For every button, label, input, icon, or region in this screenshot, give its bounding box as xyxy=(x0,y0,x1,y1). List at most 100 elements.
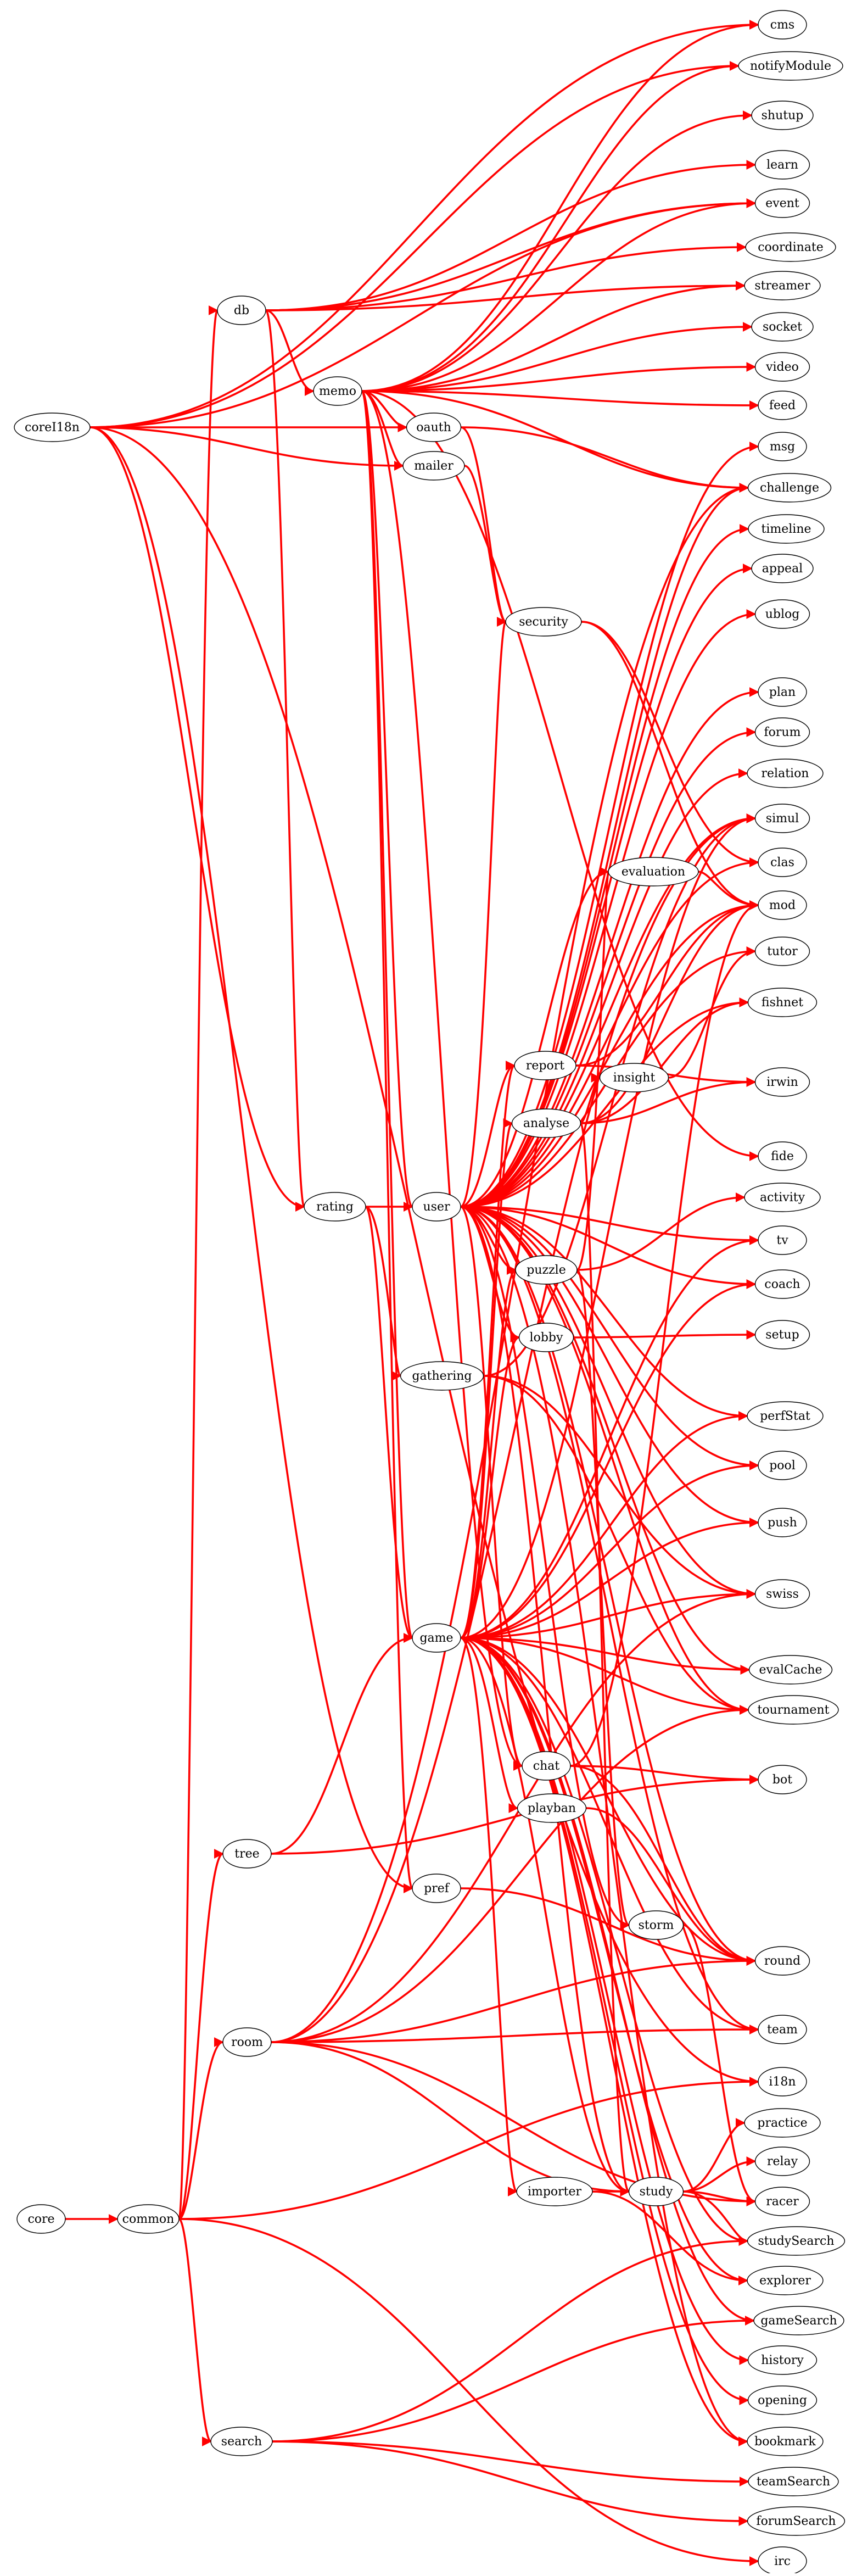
node-playban[interactable]: playban xyxy=(517,1793,587,1823)
node-pool[interactable]: pool xyxy=(758,1451,807,1480)
node-tree[interactable]: tree xyxy=(222,1839,272,1869)
node-activity[interactable]: activity xyxy=(744,1183,821,1212)
node-tournament[interactable]: tournament xyxy=(748,1695,839,1725)
node-relation[interactable]: relation xyxy=(747,759,824,788)
node-shape-gameSearch xyxy=(753,2306,844,2335)
node-history[interactable]: history xyxy=(747,2345,818,2375)
node-forum[interactable]: forum xyxy=(754,717,810,747)
node-gathering[interactable]: gathering xyxy=(400,1361,484,1391)
node-bookmark[interactable]: bookmark xyxy=(747,2427,824,2456)
node-fishnet[interactable]: fishnet xyxy=(747,988,818,1017)
node-oauth[interactable]: oauth xyxy=(406,412,462,442)
node-event[interactable]: event xyxy=(754,188,810,218)
node-appeal[interactable]: appeal xyxy=(751,554,814,583)
node-evaluation[interactable]: evaluation xyxy=(608,857,699,886)
edge-security-to-clas xyxy=(581,621,759,867)
node-video[interactable]: video xyxy=(754,352,810,382)
node-shape-studySearch xyxy=(747,2226,846,2256)
node-insight[interactable]: insight xyxy=(599,1063,669,1092)
node-label-ublog: ublog xyxy=(765,607,800,621)
node-shape-plan xyxy=(758,677,807,707)
node-label-shutup: shutup xyxy=(762,109,804,122)
node-label-socket: socket xyxy=(763,320,802,334)
node-rating[interactable]: rating xyxy=(304,1192,366,1222)
node-forumSearch[interactable]: forumSearch xyxy=(747,2506,846,2536)
node-swiss[interactable]: swiss xyxy=(754,1579,810,1609)
node-irc[interactable]: irc xyxy=(758,2546,807,2576)
node-report[interactable]: report xyxy=(514,1051,576,1080)
node-shutup[interactable]: shutup xyxy=(751,101,814,130)
node-search[interactable]: search xyxy=(210,2427,273,2456)
node-round[interactable]: round xyxy=(754,1946,810,1976)
node-shape-i18n xyxy=(758,2067,807,2097)
node-importer[interactable]: importer xyxy=(516,2177,593,2206)
node-security[interactable]: security xyxy=(505,607,582,637)
node-teamSearch[interactable]: teamSearch xyxy=(748,2467,839,2496)
node-feed[interactable]: feed xyxy=(758,391,807,420)
node-team[interactable]: team xyxy=(758,2015,807,2044)
edge-study-to-relay xyxy=(683,2156,757,2193)
node-clas[interactable]: clas xyxy=(758,847,807,877)
node-msg[interactable]: msg xyxy=(758,432,807,461)
node-i18n[interactable]: i18n xyxy=(758,2067,807,2097)
node-analyse[interactable]: analyse xyxy=(511,1108,581,1138)
node-shape-coreI18n xyxy=(14,412,91,442)
edge-game-to-playban xyxy=(460,1637,519,1813)
node-ublog[interactable]: ublog xyxy=(754,599,810,629)
node-streamer[interactable]: streamer xyxy=(744,271,821,300)
node-plan[interactable]: plan xyxy=(758,677,807,707)
node-explorer[interactable]: explorer xyxy=(747,2266,824,2295)
node-setup[interactable]: setup xyxy=(754,1320,810,1350)
node-challenge[interactable]: challenge xyxy=(747,473,832,503)
node-shape-insight xyxy=(599,1063,669,1092)
node-racer[interactable]: racer xyxy=(754,2187,810,2216)
node-common[interactable]: common xyxy=(117,2204,180,2234)
node-shape-tutor xyxy=(754,936,810,966)
node-game[interactable]: game xyxy=(412,1623,461,1653)
node-evalCache[interactable]: evalCache xyxy=(748,1655,833,1685)
node-shape-socket xyxy=(751,312,814,342)
node-core[interactable]: core xyxy=(16,2204,66,2234)
node-db[interactable]: db xyxy=(217,295,266,325)
node-socket[interactable]: socket xyxy=(751,312,814,342)
node-learn[interactable]: learn xyxy=(754,150,810,180)
node-tutor[interactable]: tutor xyxy=(754,936,810,966)
node-gameSearch[interactable]: gameSearch xyxy=(753,2306,844,2335)
node-coreI18n[interactable]: coreI18n xyxy=(14,412,91,442)
node-notifyModule[interactable]: notifyModule xyxy=(738,51,843,81)
node-coach[interactable]: coach xyxy=(754,1269,810,1299)
node-coordinate[interactable]: coordinate xyxy=(745,232,836,262)
node-chat[interactable]: chat xyxy=(522,1751,571,1781)
node-shape-tv xyxy=(758,1225,807,1255)
edge-user-to-appeal xyxy=(460,564,753,1208)
node-label-room: room xyxy=(231,2036,263,2049)
node-timeline[interactable]: timeline xyxy=(748,514,825,544)
node-mod[interactable]: mod xyxy=(758,890,807,920)
node-practice[interactable]: practice xyxy=(744,2108,821,2138)
node-study[interactable]: study xyxy=(628,2177,684,2206)
node-opening[interactable]: opening xyxy=(747,2385,818,2415)
node-mailer[interactable]: mailer xyxy=(402,451,465,481)
node-relay[interactable]: relay xyxy=(754,2146,810,2176)
node-shape-challenge xyxy=(747,473,832,503)
node-simul[interactable]: simul xyxy=(754,804,810,833)
node-pref[interactable]: pref xyxy=(412,1874,461,1903)
node-lobby[interactable]: lobby xyxy=(518,1323,574,1352)
node-user[interactable]: user xyxy=(412,1192,461,1222)
node-fide[interactable]: fide xyxy=(758,1141,807,1171)
node-bot[interactable]: bot xyxy=(758,1765,807,1794)
edge-gathering-to-simul xyxy=(483,813,757,1377)
edge-memo-to-socket xyxy=(361,322,753,392)
node-shape-core xyxy=(16,2204,66,2234)
node-perfStat[interactable]: perfStat xyxy=(747,1401,824,1431)
node-puzzle[interactable]: puzzle xyxy=(515,1255,578,1285)
node-memo[interactable]: memo xyxy=(313,376,362,406)
node-irwin[interactable]: irwin xyxy=(754,1067,810,1097)
node-tv[interactable]: tv xyxy=(758,1225,807,1255)
node-cms[interactable]: cms xyxy=(758,10,807,40)
node-push[interactable]: push xyxy=(758,1508,807,1537)
node-storm[interactable]: storm xyxy=(628,1910,684,1940)
node-studySearch[interactable]: studySearch xyxy=(747,2226,846,2256)
node-label-forum: forum xyxy=(764,726,801,739)
node-room[interactable]: room xyxy=(222,2027,272,2057)
